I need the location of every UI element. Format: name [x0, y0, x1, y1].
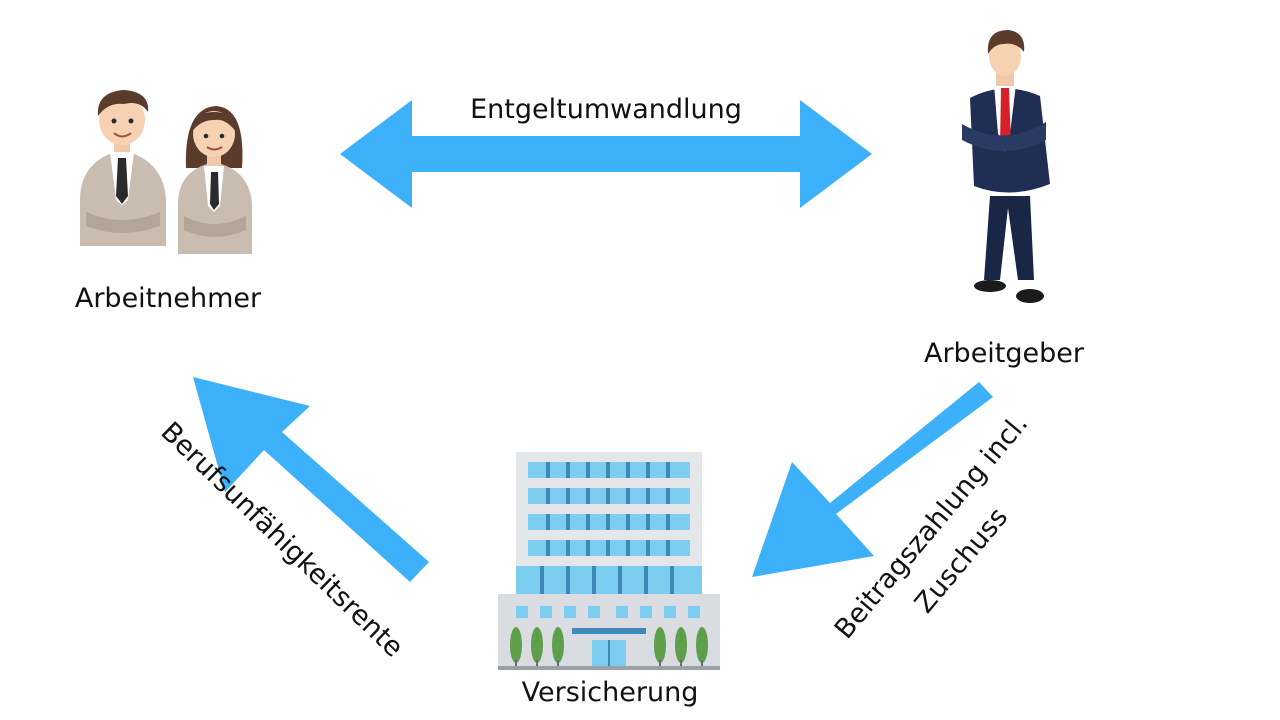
label-employees: Arbeitnehmer [75, 283, 262, 314]
insurance-building-illustration [498, 452, 720, 670]
arrow-disability-pension [193, 377, 429, 582]
label-employer: Arbeitgeber [924, 338, 1085, 369]
double-arrow-salary-conversion [340, 100, 872, 208]
label-salary-conversion: Entgeltumwandlung [470, 94, 742, 125]
label-insurance: Versicherung [522, 677, 699, 708]
employees-illustration [80, 90, 252, 254]
employer-illustration [962, 30, 1050, 303]
arrow-contribution [752, 382, 993, 577]
